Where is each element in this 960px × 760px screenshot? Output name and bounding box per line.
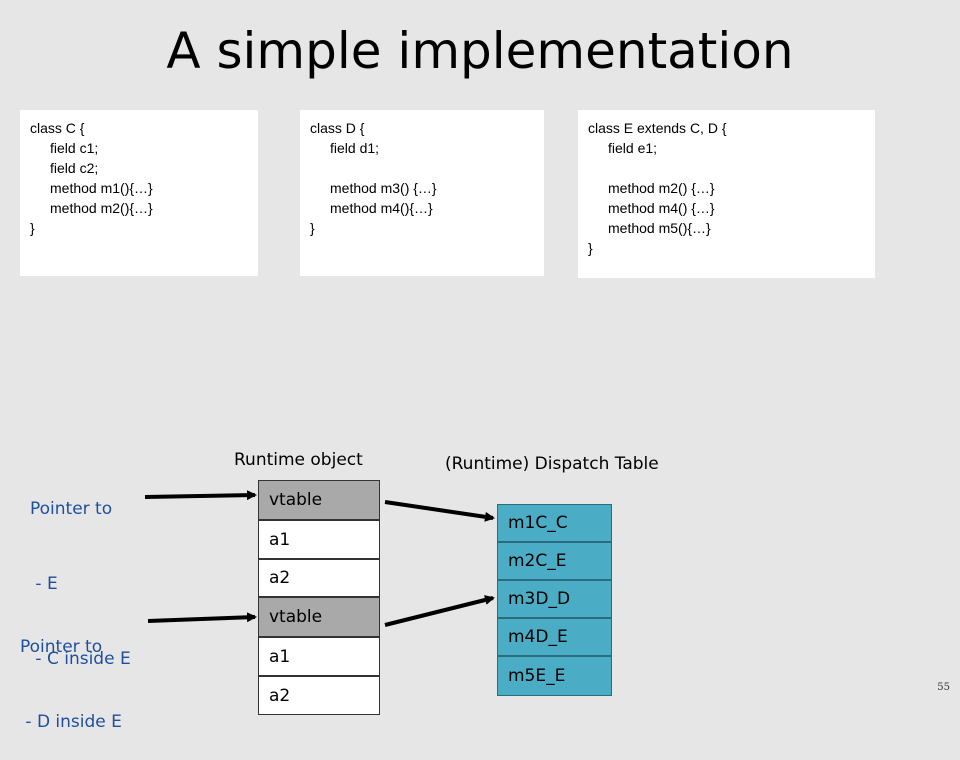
dispatch-table-cell: m1C_C xyxy=(497,504,612,542)
code-line: field e1; xyxy=(608,140,658,156)
code-line: field d1; xyxy=(330,140,380,156)
code-line: field c1; xyxy=(50,140,99,156)
code-line: method m3() {…} xyxy=(330,180,437,196)
code-line: } xyxy=(310,220,315,236)
class-e-code-box: class E extends C, D { field e1; method … xyxy=(578,110,875,278)
pointer-d-arrow xyxy=(147,612,257,623)
code-line: method m2(){…} xyxy=(50,200,153,216)
class-d-code-box: class D { field d1; method m3() {…} meth… xyxy=(300,110,544,276)
code-line: class C { xyxy=(30,120,85,136)
runtime-object-vtable-cell: vtable xyxy=(258,480,380,520)
pointer-e-arrow xyxy=(144,490,257,501)
pointer-item: - E xyxy=(30,574,58,594)
runtime-object-heading: Runtime object xyxy=(234,450,363,470)
code-line: class D { xyxy=(310,120,365,136)
dispatch-table-cell: m5E_E xyxy=(497,656,612,696)
code-line: class E extends C, D { xyxy=(588,120,727,136)
code-line: field c2; xyxy=(50,160,99,176)
slide-title: A simple implementation xyxy=(166,22,794,80)
arrows-layer xyxy=(144,490,495,627)
runtime-object-cell: a1 xyxy=(258,637,380,676)
code-line: method m1(){…} xyxy=(50,180,153,196)
runtime-object-cell: a2 xyxy=(258,676,380,715)
code-line: method m5(){…} xyxy=(608,220,711,236)
vtable-to-m1-arrow xyxy=(384,500,495,522)
runtime-object-cell: a2 xyxy=(258,559,380,597)
code-line: method m2() {…} xyxy=(608,180,715,196)
pointer-heading: Pointer to xyxy=(30,499,113,519)
page-number: 55 xyxy=(937,682,950,693)
pointer-to-e-label: Pointer to - E - C inside E xyxy=(30,447,131,697)
code-line: method m4(){…} xyxy=(330,200,433,216)
code-line: } xyxy=(30,220,35,236)
code-line: method m4() {…} xyxy=(608,200,715,216)
dispatch-table-cell: m3D_D xyxy=(497,580,612,618)
pointer-heading: Pointer to xyxy=(20,637,103,657)
vtable-to-m3-arrow xyxy=(384,595,495,627)
dispatch-table-cell: m2C_E xyxy=(497,542,612,580)
class-c-code-box: class C { field c1; field c2; method m1(… xyxy=(20,110,258,276)
pointer-item: - C inside E xyxy=(30,649,131,669)
dispatch-table-cell: m4D_E xyxy=(497,618,612,656)
runtime-object-cell: a1 xyxy=(258,520,380,559)
code-line: } xyxy=(588,240,593,256)
dispatch-table-heading: (Runtime) Dispatch Table xyxy=(445,454,659,474)
runtime-object-vtable-cell: vtable xyxy=(258,597,380,637)
